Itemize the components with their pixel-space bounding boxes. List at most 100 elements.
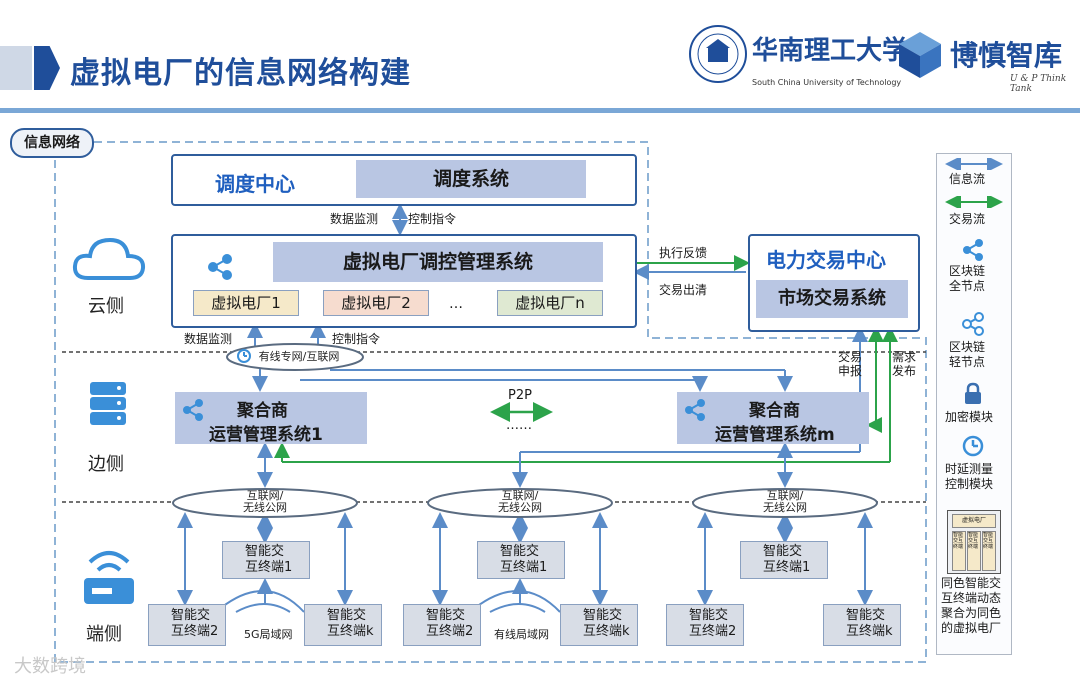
terminal-g3-1: 智能交 互终端1 xyxy=(740,541,828,579)
power-trading-center-label: 电力交易中心 xyxy=(766,248,886,272)
terminal-text-id: 互终端2 xyxy=(689,624,737,639)
info-network-tag: 信息网络 xyxy=(10,128,94,158)
terminal-text-prefix: 智能交 xyxy=(426,608,466,623)
legend-info-flow: 信息流 xyxy=(949,172,986,186)
cloud-label-line1: 互联网/ xyxy=(501,489,539,502)
cloud-label-line2: 无线公网 xyxy=(498,501,542,514)
label-data-monitor-bottom: 数据监测 xyxy=(184,332,233,346)
aggregator-1-line1: 聚合商 xyxy=(237,401,288,421)
aggregator-m-line1: 聚合商 xyxy=(749,401,800,421)
terminal-text-id: 互终端1 xyxy=(763,560,811,575)
legend-aggregation-diagram: 虚拟电厂 智能交互终端 智能交互终端 智能交互终端 xyxy=(947,510,1001,574)
terminal-text-prefix: 智能交 xyxy=(846,608,886,623)
terminal-text-id: 互终端k xyxy=(327,624,374,639)
cloud-internet-3: 互联网/ 无线公网 xyxy=(755,490,815,514)
label-control-cmd-bottom: 控制指令 xyxy=(332,332,381,346)
legend-note-line1: 同色智能交 xyxy=(941,576,1002,590)
terminal-g1-2: 智能交 互终端2 xyxy=(148,604,226,646)
cloud-label-line1: 互联网/ xyxy=(766,489,804,502)
server-icon xyxy=(90,382,126,425)
brand-cube-logo-icon xyxy=(899,32,941,78)
legend-aggregation-note: 同色智能交 互终端动态 聚合为同色 的虚拟电厂 xyxy=(941,576,1001,636)
legend-mini-terminal: 智能交互终端 xyxy=(982,531,996,571)
terminal-text-prefix: 智能交 xyxy=(171,608,211,623)
dispatch-center-label: 调度中心 xyxy=(215,172,295,196)
terminal-text-id: 互终端1 xyxy=(245,560,293,575)
cloud-label-line1: 互联网/ xyxy=(246,489,284,502)
cloud-wired-private-label: 有线专网/互联网 xyxy=(258,350,340,363)
title-accent-bar xyxy=(0,46,32,90)
cloud-label-line2: 无线公网 xyxy=(763,501,807,514)
legend-mini-terminal: 智能交互终端 xyxy=(967,531,981,571)
terminal-g2-k: 智能交 互终端k xyxy=(560,604,638,646)
legend-latency-line2: 控制模块 xyxy=(945,477,994,491)
blockchain-full-node-icon xyxy=(685,399,705,421)
label-5g-lan: 5G局域网 xyxy=(244,628,293,641)
cloud-internet-2: 互联网/ 无线公网 xyxy=(490,490,550,514)
legend-latency: 时延测量 控制模块 xyxy=(945,462,993,492)
terminal-text-prefix: 智能交 xyxy=(689,608,729,623)
blockchain-full-node-icon xyxy=(183,399,203,421)
terminal-text-prefix: 智能交 xyxy=(327,608,367,623)
legend-panel: 信息流 交易流 区块链 全节点 区块链 轻节点 加密模块 时延测量 控制模块 虚… xyxy=(936,153,1012,655)
terminal-g3-2: 智能交 互终端2 xyxy=(666,604,744,646)
tier-label-edge: 边侧 xyxy=(88,454,124,475)
market-trading-system-label: 市场交易系统 xyxy=(756,280,908,318)
aggregator-1-line2: 运营管理系统1 xyxy=(209,425,323,445)
vpp-item-n: 虚拟电厂n xyxy=(497,290,603,316)
label-dots: …… xyxy=(506,418,532,433)
aggregator-system-1: 聚合商 运营管理系统1 xyxy=(175,392,367,445)
label-demand-publish: 需求发布 xyxy=(892,350,917,378)
label-wired-lan: 有线局域网 xyxy=(494,628,549,641)
blockchain-light-node-icon xyxy=(962,312,984,336)
router-icon xyxy=(84,551,134,604)
legend-full-node-line1: 区块链 xyxy=(949,264,986,278)
vpp-ellipsis: … xyxy=(449,296,463,312)
terminal-text-id: 互终端2 xyxy=(426,624,474,639)
brand-name: 博慎智库 xyxy=(950,39,1063,72)
legend-encrypt: 加密模块 xyxy=(945,410,994,424)
legend-mini-terminal: 智能交互终端 xyxy=(952,531,966,571)
terminal-g2-2: 智能交 互终端2 xyxy=(403,604,481,646)
dispatch-center-box: 调度中心 调度系统 xyxy=(171,154,637,206)
terminal-text-prefix: 智能交 xyxy=(245,544,285,559)
info-flow-legend-icon xyxy=(945,158,1003,170)
legend-light-node: 区块链 轻节点 xyxy=(949,340,985,370)
latency-control-icon xyxy=(237,349,251,363)
terminal-g1-k: 智能交 互终端k xyxy=(304,604,382,646)
legend-note-line2: 互终端动态 xyxy=(941,591,1002,605)
terminal-text-id: 互终端k xyxy=(583,624,630,639)
legend-latency-line1: 时延测量 xyxy=(945,462,994,476)
label-p2p: P2P xyxy=(508,388,532,403)
cloud-internet-1: 互联网/ 无线公网 xyxy=(235,490,295,514)
blockchain-full-node-icon xyxy=(208,254,232,280)
terminal-g3-k: 智能交 互终端k xyxy=(823,604,901,646)
legend-note-line3: 聚合为同色 xyxy=(941,606,1002,620)
lock-icon xyxy=(965,382,981,404)
legend-light-node-line2: 轻节点 xyxy=(949,355,986,369)
tier-label-cloud: 云侧 xyxy=(88,296,124,317)
terminal-g1-1: 智能交 互终端1 xyxy=(222,541,310,579)
cloud-icon xyxy=(72,237,146,280)
power-trading-center-box: 电力交易中心 市场交易系统 xyxy=(748,234,920,332)
university-name: 华南理工大学 xyxy=(752,36,909,66)
legend-full-node-line2: 全节点 xyxy=(949,279,986,293)
vpp-item-1: 虚拟电厂1 xyxy=(193,290,299,316)
legend-note-line4: 的虚拟电厂 xyxy=(941,621,1002,635)
label-trade-clear: 交易出清 xyxy=(659,283,708,297)
terminal-text-id: 互终端2 xyxy=(171,624,219,639)
label-control-cmd-top: 控制指令 xyxy=(408,212,457,226)
legend-light-node-line1: 区块链 xyxy=(949,340,986,354)
label-data-monitor-top: 数据监测 xyxy=(330,212,379,226)
vpp-item-2: 虚拟电厂2 xyxy=(323,290,429,316)
legend-full-node: 区块链 全节点 xyxy=(949,264,985,294)
terminal-text-id: 互终端k xyxy=(846,624,893,639)
dispatch-system-label: 调度系统 xyxy=(356,160,586,198)
terminal-text-prefix: 智能交 xyxy=(583,608,623,623)
tier-label-terminal: 端侧 xyxy=(86,624,122,645)
page-title: 虚拟电厂的信息网络构建 xyxy=(70,56,411,91)
vpp-control-system-title: 虚拟电厂调控管理系统 xyxy=(273,242,603,282)
aggregator-system-m: 聚合商 运营管理系统m xyxy=(677,392,869,445)
trade-flow-legend-icon xyxy=(945,196,1003,208)
blockchain-full-node-icon xyxy=(963,239,983,261)
